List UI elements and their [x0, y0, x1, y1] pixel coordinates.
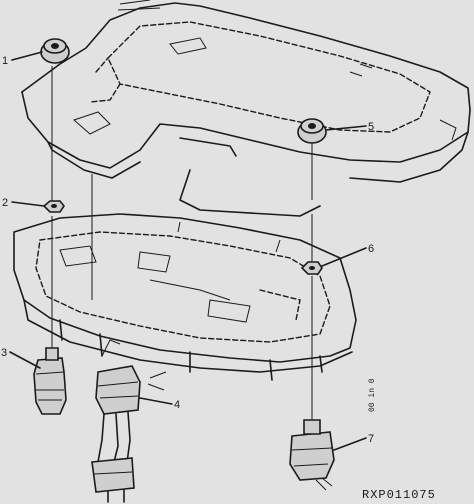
- switch-body-part-3: [33, 347, 67, 415]
- upper-frame: [21, 0, 471, 217]
- callout-labels: 1 2 3 4 5 6 7: [1, 55, 374, 445]
- nut-part-6: [300, 261, 323, 275]
- callout-3: 3: [1, 347, 7, 359]
- callout-4: 4: [174, 399, 180, 411]
- callout-leaders: [9, 51, 367, 451]
- callout-2: 2: [2, 197, 8, 209]
- harness-part-4: [91, 339, 167, 503]
- callout-7: 7: [368, 433, 374, 445]
- switch-body-part-7: [289, 419, 335, 491]
- reference-code: RXP011075: [362, 488, 436, 502]
- nut-part-2: [42, 200, 65, 213]
- callout-6: 6: [368, 243, 374, 255]
- callout-1: 1: [2, 55, 8, 67]
- switch-cap-part-1: [40, 38, 70, 64]
- side-annotation: 00 in 0: [368, 378, 377, 412]
- callout-5: 5: [368, 121, 374, 133]
- lower-frame: [13, 213, 357, 381]
- mount-axis-lines: [51, 66, 313, 420]
- switch-cap-part-5: [297, 118, 327, 144]
